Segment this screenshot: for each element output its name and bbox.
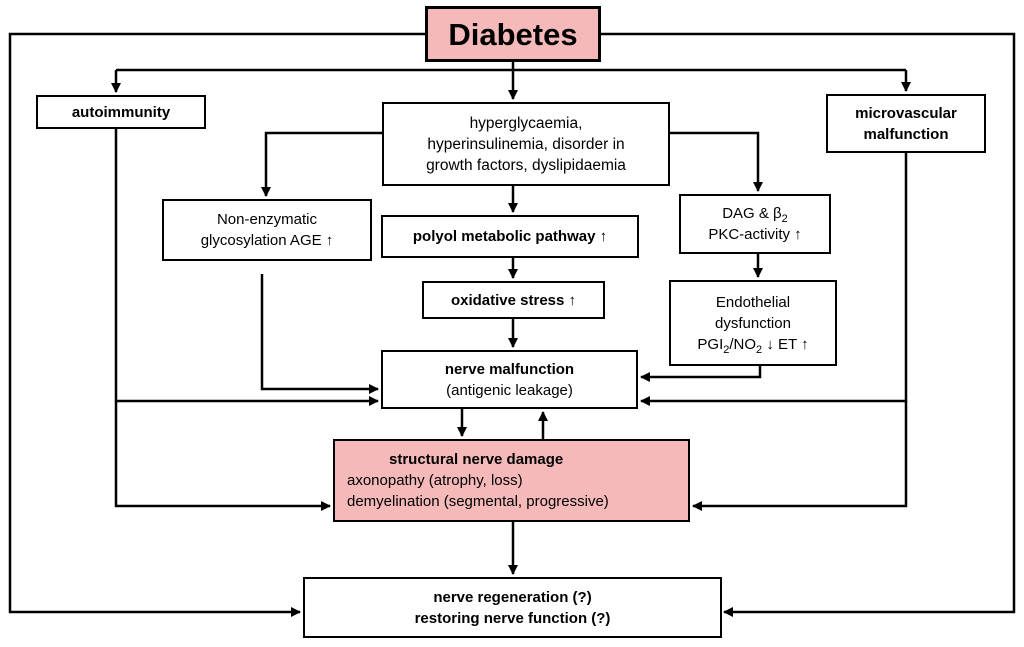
node-structural-line-1: axonopathy (atrophy, loss) [347,472,523,489]
edge-nonenzymatic-nerve [260,274,379,394]
node-micro-line-1: microvascular [855,104,957,122]
node-endo-line-3: PGI2/NO2 ↓ ET ↑ [697,335,809,356]
node-microvascular: microvascular malfunction [826,94,986,153]
node-polyol-label: polyol metabolic pathway ↑ [412,228,608,245]
node-micro-line-2: malfunction [863,125,949,143]
node-oxidative-label: oxidative stress ↑ [450,291,577,309]
node-nerve-title: nerve malfunction [444,360,575,378]
edge-diabetes-right-loop [601,32,1016,617]
edge-endothelial-nerve [640,366,762,382]
edge-diabetes-left-loop [8,32,425,617]
node-diabetes: Diabetes [425,6,601,62]
node-dag-pkc: DAG & β2 PKC-activity ↑ [679,194,831,254]
node-regen-line-1: nerve regeneration (?) [433,588,592,606]
node-dag-line-1: DAG & β2 [722,205,788,225]
node-nonenz-line-1: Non-enzymatic [216,211,318,228]
node-hyperglycaemia: hyperglycaemia, hyperinsulinemia, disord… [382,102,670,186]
node-nonenzymatic: Non-enzymatic glycosylation AGE ↑ [162,199,372,261]
node-hyper-line-2: hyperinsulinemia, disorder in [427,135,625,153]
node-endo-line-1: Endothelial [715,293,791,311]
edge-hyper-dag [670,131,763,192]
node-regeneration: nerve regeneration (?) restoring nerve f… [303,577,722,638]
edge-autoimmunity-nerve [114,129,379,406]
node-diabetes-label: Diabetes [448,16,578,52]
node-nerve-malfunction: nerve malfunction (antigenic leakage) [381,350,638,409]
node-regen-line-2: restoring nerve function (?) [414,609,611,627]
node-structural-title: structural nerve damage [389,451,564,468]
edge-microvascular-structural [692,401,908,511]
node-oxidative-stress: oxidative stress ↑ [422,281,605,319]
node-nonenz-line-2: glycosylation AGE ↑ [200,232,334,249]
node-structural-damage: structural nerve damage axonopathy (atro… [333,439,690,522]
node-structural-line-2: demyelination (segmental, progressive) [347,493,609,510]
node-autoimmunity-label: autoimmunity [71,103,171,121]
node-endothelial: Endothelial dysfunction PGI2/NO2 ↓ ET ↑ [669,280,837,366]
edge-hyper-nonenzymatic [261,131,382,197]
node-endo-line-2: dysfunction [715,314,791,332]
node-autoimmunity: autoimmunity [36,95,206,129]
node-dag-line-2: PKC-activity ↑ [708,226,802,243]
edge-autoimmunity-structural [114,401,331,511]
node-polyol: polyol metabolic pathway ↑ [381,215,639,258]
node-hyper-line-1: hyperglycaemia, [469,114,583,132]
node-nerve-subtitle: (antigenic leakage) [446,381,573,399]
node-hyper-line-3: growth factors, dyslipidaemia [426,156,626,174]
